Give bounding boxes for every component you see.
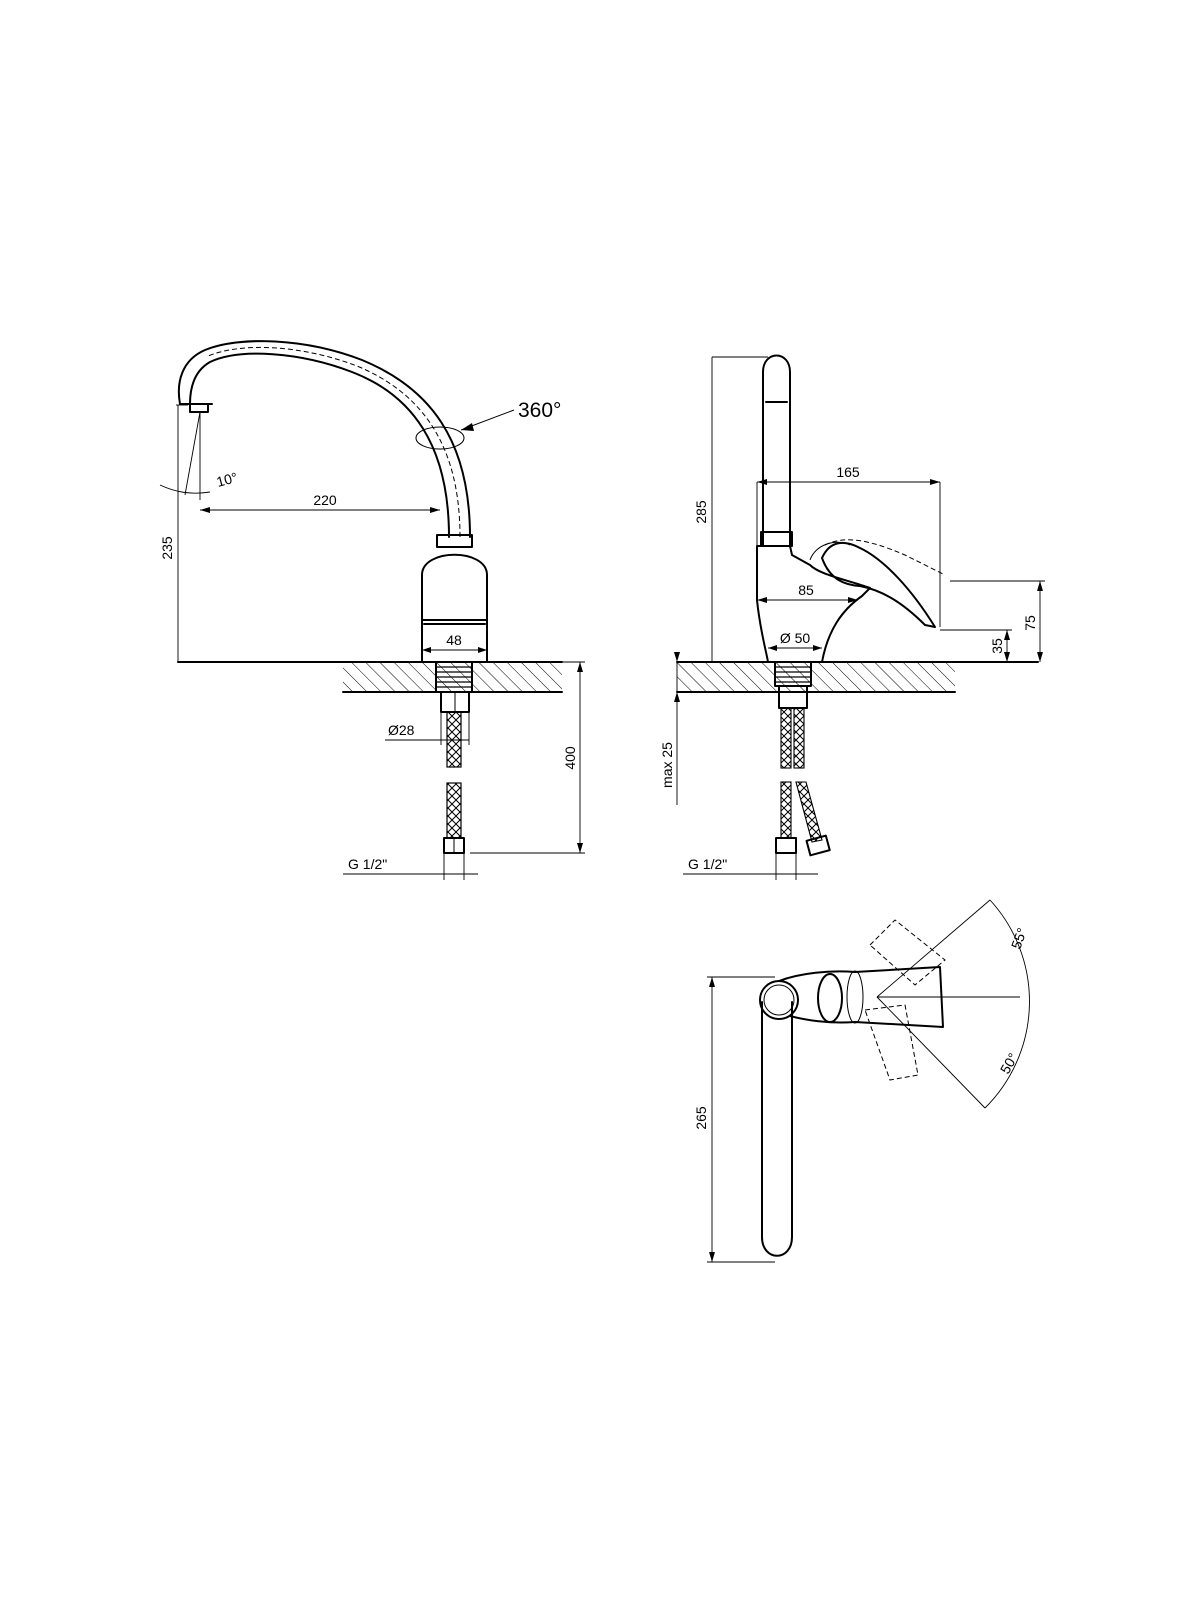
rotation-label: 360° xyxy=(518,399,561,422)
top-body-inner xyxy=(763,984,795,1016)
side-hose-b-lower xyxy=(795,781,823,843)
side-lever-dashed xyxy=(824,539,946,576)
rotation-arrowhead xyxy=(461,423,474,431)
thread-right-label: G 1/2" xyxy=(688,856,727,872)
spout-collar xyxy=(436,534,473,548)
top-spout xyxy=(761,1001,793,1257)
side-view: 285 165 85 Ø 50 75 35 max 25 xyxy=(659,354,1045,880)
top-angle-arc xyxy=(984,899,1030,1109)
front-body xyxy=(421,553,488,663)
side-lever-hub xyxy=(809,541,851,561)
angle-line xyxy=(184,411,201,496)
dim-48: 48 xyxy=(446,632,462,648)
side-fitting-b xyxy=(805,834,831,857)
side-hose-a-lower xyxy=(780,781,792,839)
angle-55-label: 55° xyxy=(1008,926,1030,951)
side-collar xyxy=(760,531,793,547)
thread-left-label: G 1/2" xyxy=(348,856,387,872)
top-body-circle xyxy=(759,980,799,1020)
dim-85: 85 xyxy=(798,582,814,598)
top-view: 55° 50° 265 xyxy=(693,899,1030,1263)
dim-165: 165 xyxy=(836,464,860,480)
front-hose-upper xyxy=(446,711,462,768)
dim-220: 220 xyxy=(313,492,337,508)
dim-75: 75 xyxy=(1022,615,1038,631)
dim-265: 265 xyxy=(693,1106,709,1130)
side-fitting-a xyxy=(775,837,797,854)
dim-50: Ø 50 xyxy=(780,630,811,646)
aerator xyxy=(189,403,209,413)
top-lever-hub2 xyxy=(846,970,864,1024)
side-nut xyxy=(778,685,808,709)
dim-35: 35 xyxy=(989,638,1005,654)
spout-outer xyxy=(189,352,450,538)
side-lever xyxy=(821,541,936,628)
angle-50-label: 50° xyxy=(997,1050,1021,1076)
side-hose-b xyxy=(793,707,805,769)
front-hose-lower xyxy=(446,782,462,839)
rotation-ellipse xyxy=(415,426,465,450)
side-body xyxy=(756,545,871,663)
side-countertop-hatch xyxy=(677,662,955,692)
top-lever-ghost-up xyxy=(869,919,946,986)
dim-235: 235 xyxy=(159,536,175,560)
front-view: 360° 235 10° 220 xyxy=(159,340,585,880)
angle-10-label: 10° xyxy=(215,469,240,490)
dim-285: 285 xyxy=(693,500,709,524)
side-spout xyxy=(762,354,791,547)
dim-max25: max 25 xyxy=(659,742,675,788)
dim-28: Ø28 xyxy=(388,722,415,738)
top-lever-ghost-down xyxy=(864,1004,919,1081)
spout-inner xyxy=(177,340,471,538)
dim-400: 400 xyxy=(562,746,578,770)
side-hose-a xyxy=(780,707,792,769)
spout-centerline xyxy=(207,346,461,538)
top-lever-hub xyxy=(817,973,843,1023)
